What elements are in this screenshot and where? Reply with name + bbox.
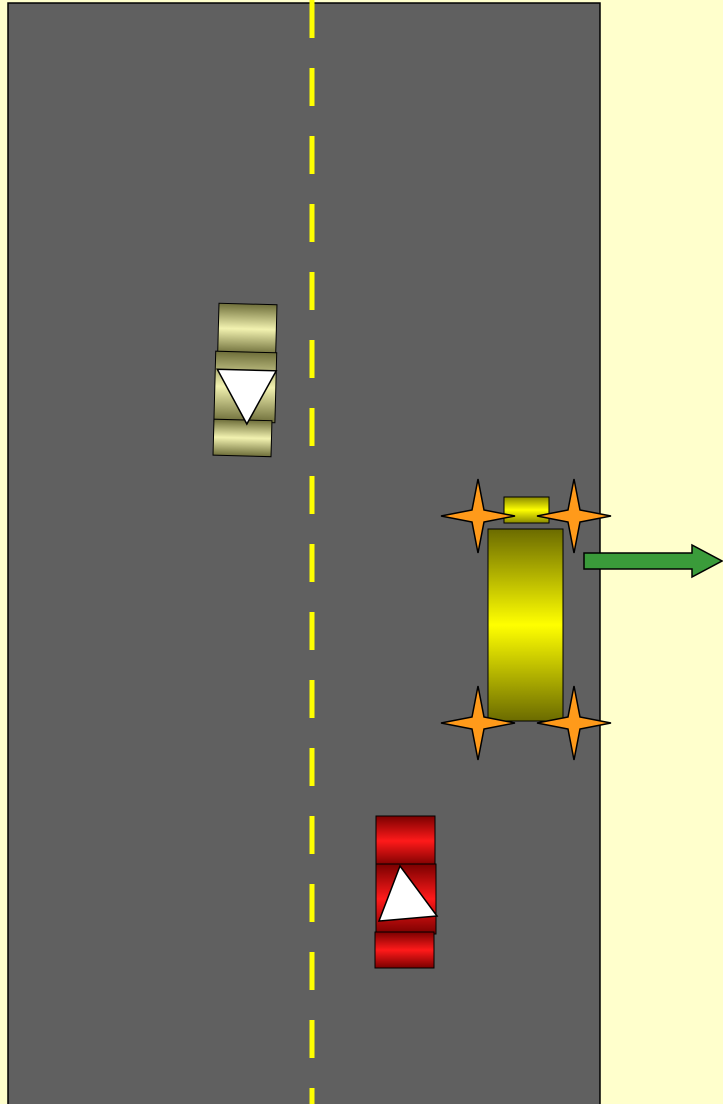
olive-car <box>213 303 278 457</box>
arrow-right-icon <box>584 545 722 577</box>
red-car <box>375 816 437 968</box>
truck-trailer <box>488 529 563 721</box>
truck-cab <box>504 497 549 523</box>
